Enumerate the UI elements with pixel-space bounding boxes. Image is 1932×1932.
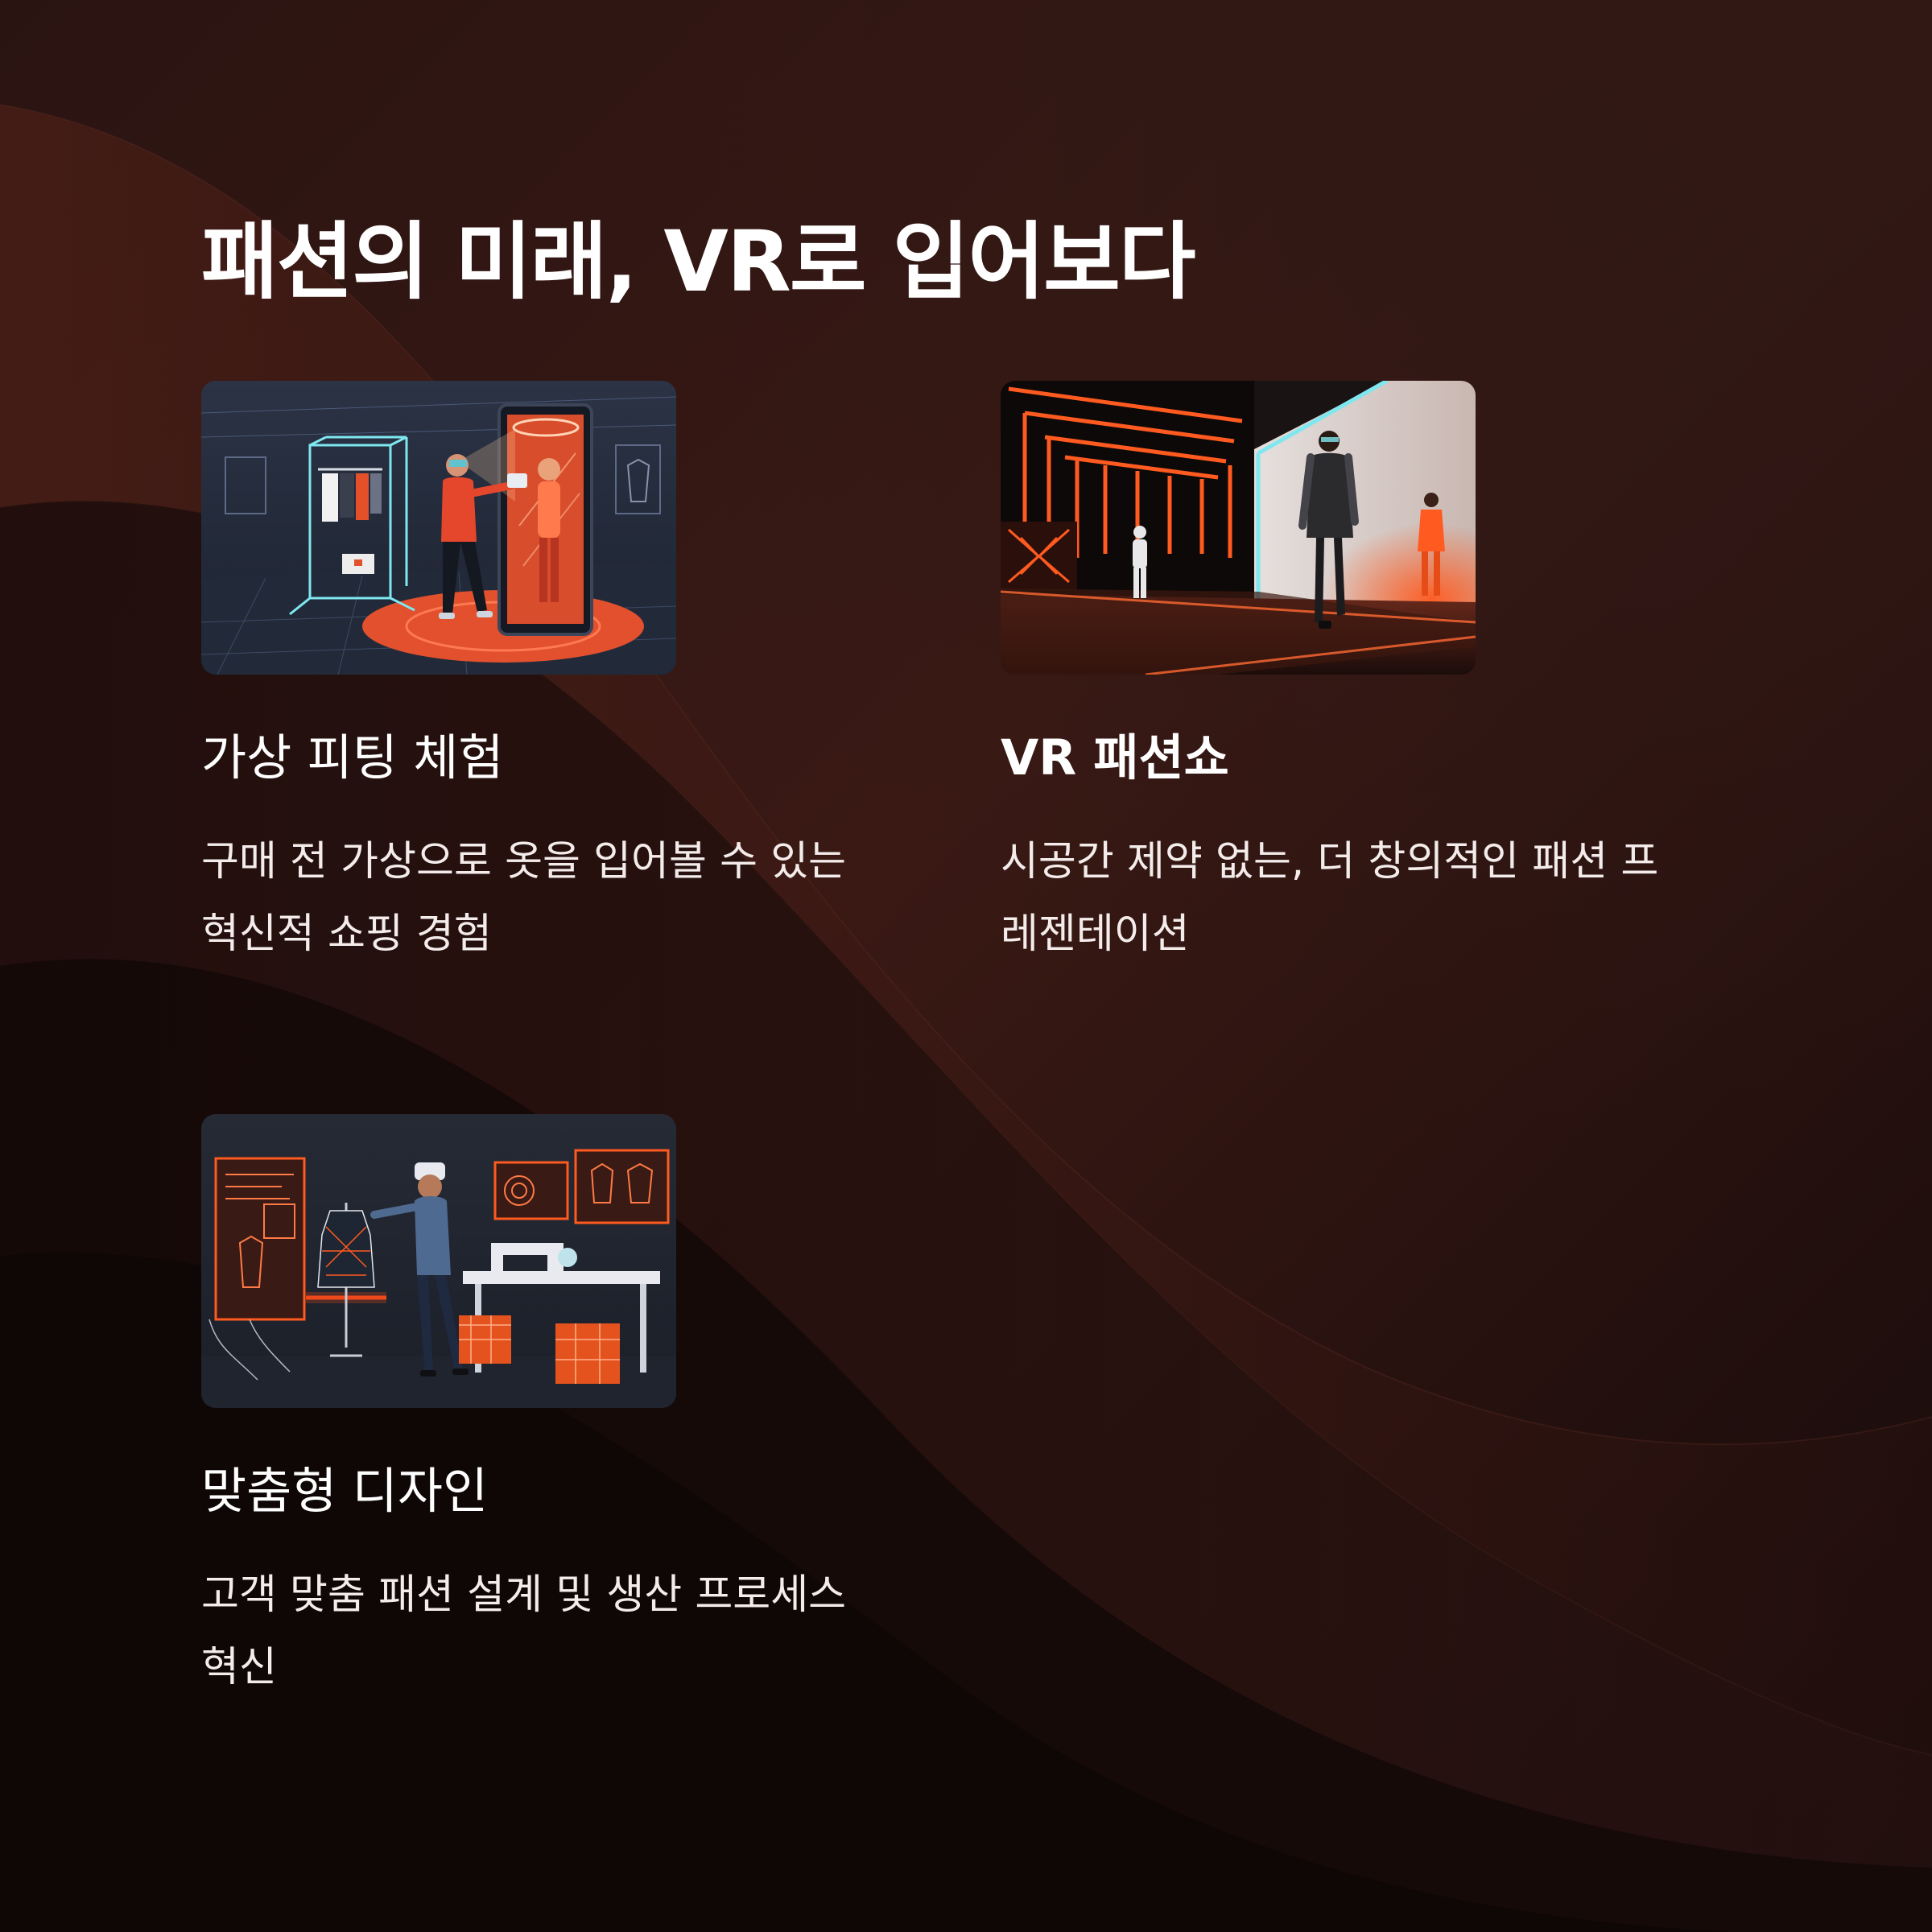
card-description-line: 레젠테이션 (1001, 910, 1190, 958)
card-description-line: 혁신적 쇼핑 경험 (201, 910, 492, 958)
custom-design-illustration (201, 1114, 676, 1408)
card-description: 고객 맞춤 패션 설계 및 생산 프로세스 혁신 (201, 1559, 926, 1704)
card-description-line: 혁신 (201, 1644, 277, 1691)
card-description: 시공간 제약 없는, 더 창의적인 패션 프 레젠테이션 (1001, 826, 1725, 971)
page-title: 패션의 미래, VR로 입어보다 (201, 213, 1195, 311)
card-title: 가상 피팅 체험 (201, 729, 504, 786)
vr-runway-illustration-icon (1001, 381, 1476, 675)
card-description-line: 고객 맞춤 패션 설계 및 생산 프로세스 (201, 1571, 847, 1619)
virtual-fitting-illustration (201, 381, 676, 675)
card-description-line: 시공간 제약 없는, 더 창의적인 패션 프 (1001, 838, 1659, 886)
card-title: VR 패션쇼 (1001, 729, 1229, 786)
virtual-fitting-illustration-icon (201, 381, 676, 675)
vr-runway-illustration (1001, 381, 1476, 675)
card-description: 구매 전 가상으로 옷을 입어볼 수 있는 혁신적 쇼핑 경험 (201, 826, 926, 971)
card-description-line: 구매 전 가상으로 옷을 입어볼 수 있는 (201, 838, 847, 886)
card-title: 맞춤형 디자인 (201, 1463, 489, 1520)
custom-design-illustration-icon (201, 1114, 676, 1408)
